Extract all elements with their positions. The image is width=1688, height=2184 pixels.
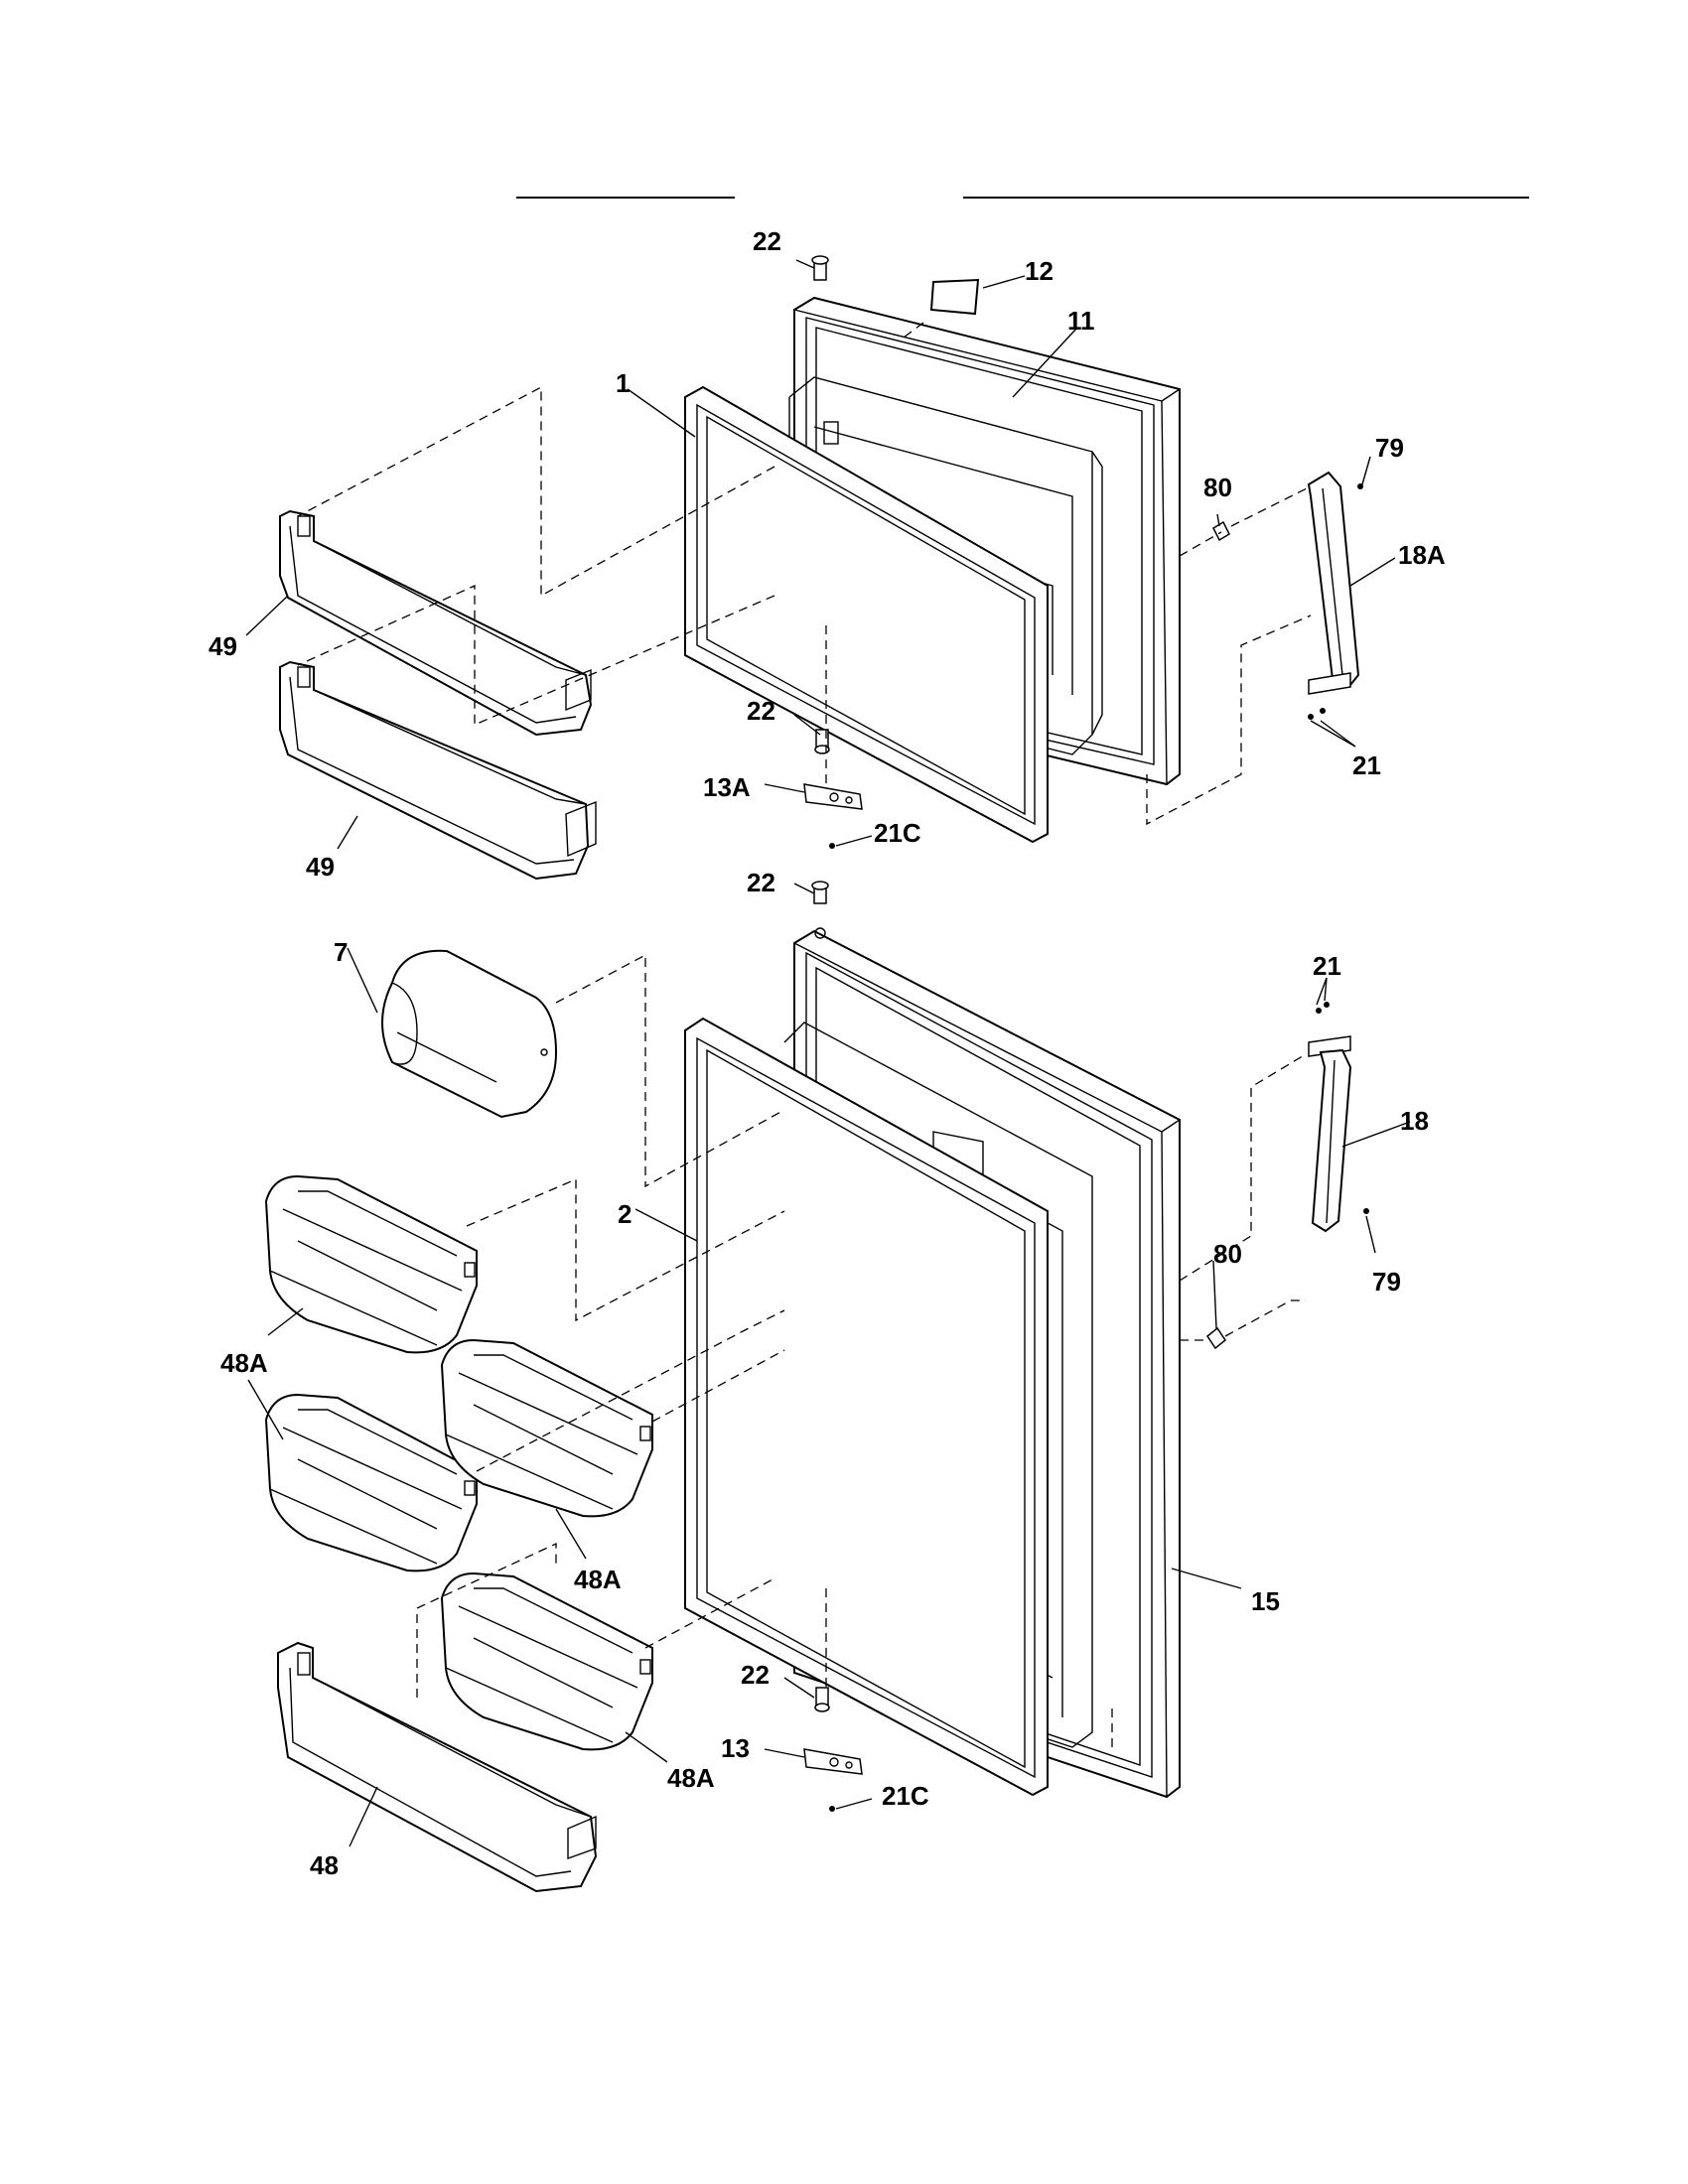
door-bin-48A-lower-left [264, 1393, 478, 1572]
fresh-food-door-assembly [684, 881, 1181, 1799]
fresh-food-handle-screw-79 [1363, 1208, 1369, 1214]
callout-labels: 22 12 11 1 79 80 18A 49 49 22 13A 21C 21… [209, 226, 1446, 1880]
fresh-food-screw-21C [829, 1806, 835, 1812]
fresh-food-handle-screw-21b [1324, 1002, 1330, 1008]
freezer-handle-screw-79 [1357, 483, 1363, 489]
fresh-food-door-handle [1308, 1035, 1352, 1233]
freezer-door-shelf-lower [279, 660, 597, 881]
freezer-door-gasket [684, 385, 1049, 844]
callout-21C-bottom: 21C [882, 1781, 929, 1811]
fresh-food-bottom-hinge [803, 1687, 863, 1775]
door-bin-48A-lower-right [440, 1571, 653, 1751]
callout-48: 48 [310, 1850, 339, 1880]
door-bin-48A-middle [440, 1338, 653, 1518]
fresh-food-handle-plug-80 [1205, 1326, 1227, 1350]
callout-48A-left: 48A [220, 1348, 268, 1378]
freezer-door-label-plate [929, 278, 980, 316]
callout-79-top: 79 [1375, 433, 1404, 463]
fresh-food-door-gasket [684, 1017, 1049, 1797]
callout-7: 7 [334, 937, 348, 967]
callout-1: 1 [616, 368, 630, 398]
dairy-compartment-door [381, 949, 558, 1119]
callout-22-mid1: 22 [747, 696, 775, 726]
callout-49-lower: 49 [306, 852, 335, 882]
freezer-door-handle [1307, 471, 1360, 695]
freezer-door-shelf-upper [279, 509, 593, 737]
callout-15: 15 [1251, 1586, 1280, 1616]
callout-13A: 13A [703, 772, 751, 802]
callout-22-mid2: 22 [747, 868, 775, 897]
callout-22-top: 22 [753, 226, 781, 256]
callout-21-top: 21 [1352, 751, 1381, 780]
callout-48A-mid: 48A [574, 1565, 622, 1594]
door-shelf-48 [277, 1641, 598, 1893]
callout-2: 2 [618, 1199, 632, 1229]
freezer-door-assembly [684, 255, 1181, 844]
freezer-handle-plug-80 [1212, 520, 1230, 542]
callout-12: 12 [1025, 256, 1054, 286]
callout-22-bottom: 22 [741, 1660, 770, 1690]
callout-13: 13 [721, 1733, 750, 1763]
callout-18: 18 [1400, 1106, 1429, 1136]
door-bin-48A-upper-left [264, 1174, 478, 1354]
callout-11: 11 [1067, 306, 1095, 336]
callout-80-top: 80 [1203, 473, 1232, 502]
callout-48A-right: 48A [667, 1763, 715, 1793]
freezer-handle-screw-21b [1320, 708, 1326, 714]
fresh-food-handle-screw-21a [1316, 1008, 1322, 1014]
freezer-screw-21C [829, 843, 835, 849]
callout-79-lower: 79 [1372, 1267, 1401, 1297]
callout-21-lower: 21 [1313, 951, 1341, 981]
callout-80-lower: 80 [1213, 1239, 1242, 1269]
callout-21C-top: 21C [874, 818, 921, 848]
callout-49-upper: 49 [209, 631, 237, 661]
freezer-handle-screw-21a [1308, 714, 1314, 720]
callout-18A: 18A [1398, 540, 1446, 570]
leader-lines [245, 259, 1411, 1847]
